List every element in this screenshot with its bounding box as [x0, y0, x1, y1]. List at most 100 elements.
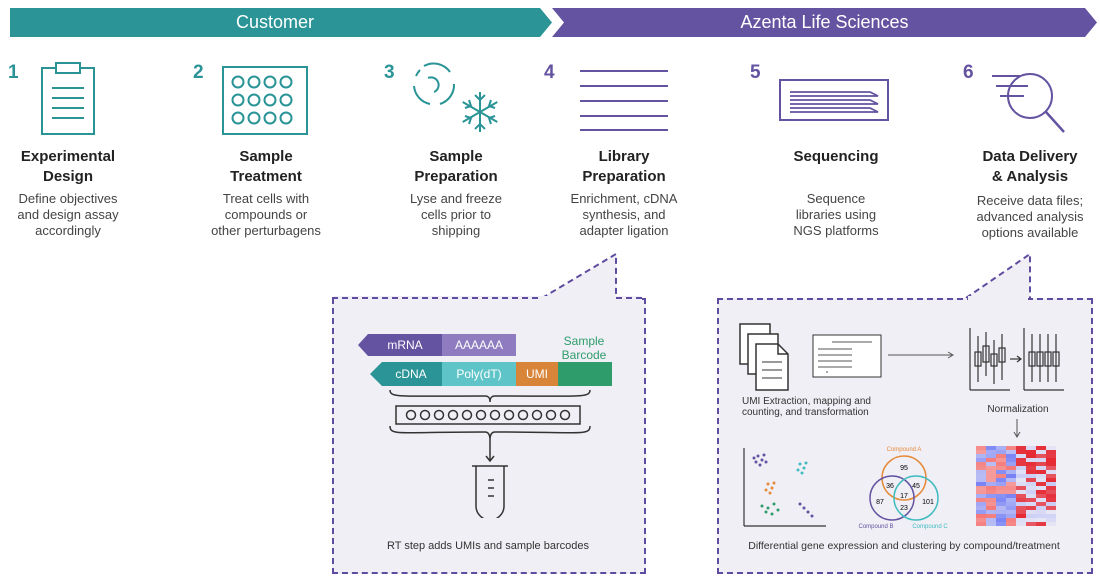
- polydt-label: Poly(dT): [456, 367, 502, 381]
- boxplot-icon: [969, 328, 1064, 391]
- step-1-number: 1: [8, 62, 19, 83]
- heatmap-cell: [976, 510, 986, 514]
- heatmap-cell: [1036, 474, 1046, 478]
- step-3-desc-line: cells prior to: [420, 207, 492, 222]
- heatmap-cell: [976, 474, 986, 478]
- heatmap-cell: [976, 466, 986, 470]
- clipboard-icon: [41, 62, 95, 135]
- heatmap-cell: [1016, 506, 1026, 510]
- heatmap-cell: [1026, 498, 1036, 502]
- heatmap-cell: [986, 450, 996, 454]
- heatmap-cell: [1036, 470, 1046, 474]
- mrna-label: mRNA: [387, 338, 423, 352]
- heatmap-cell: [1046, 518, 1056, 522]
- heatmap-cell: [1046, 502, 1056, 506]
- flow-cell-icon: [779, 79, 889, 121]
- umi-label: UMI: [526, 367, 548, 381]
- snowflake-icon: [462, 92, 498, 132]
- heatmap-cell: [986, 462, 996, 466]
- step-1-desc-line: Define objectives: [18, 191, 118, 206]
- heatmap-cell: [1026, 446, 1036, 450]
- barcode-line1: Sample: [563, 334, 605, 348]
- heatmap-cell: [1016, 486, 1026, 490]
- heatmap-cell: [996, 478, 1006, 482]
- analysis-tail-cover: [968, 296, 1028, 302]
- heatmap-cell: [1036, 498, 1046, 502]
- heatmap-cell: [1036, 506, 1046, 510]
- step-1-desc: Define objectives and design assay accor…: [0, 191, 136, 239]
- heatmap-cell: [1016, 514, 1026, 518]
- heatmap-cell: [1046, 498, 1056, 502]
- step-4-number: 4: [544, 62, 555, 83]
- heatmap-cell: [1026, 522, 1036, 526]
- heatmap-cell: [1006, 482, 1016, 486]
- heatmap-cell: [1026, 510, 1036, 514]
- heatmap-cell: [986, 454, 996, 458]
- step-1-desc-line: accordingly: [35, 223, 101, 238]
- heatmap-cell: [976, 522, 986, 526]
- venn-label-c: Compound C: [912, 524, 948, 530]
- step-4-title: Library Preparation: [554, 147, 694, 187]
- heatmap-cell: [1046, 458, 1056, 462]
- heatmap-cell: [996, 514, 1006, 518]
- heatmap-cell: [1046, 506, 1056, 510]
- heatmap-cell: [1036, 450, 1046, 454]
- heatmap-cell: [986, 478, 996, 482]
- heatmap-cell: [996, 450, 1006, 454]
- heatmap-cell: [996, 502, 1006, 506]
- heatmap-cell: [986, 494, 996, 498]
- heatmap-cell: [976, 490, 986, 494]
- heatmap-cell: [1006, 466, 1016, 470]
- venn-value-36: 36: [886, 483, 894, 490]
- step-1-title-line1: Experimental: [20, 148, 116, 165]
- heatmap-cell: [1006, 486, 1016, 490]
- step-3-desc: Lyse and freeze cells prior to shipping: [386, 191, 526, 239]
- heatmap-cell: [1016, 450, 1026, 454]
- heatmap-cell: [986, 490, 996, 494]
- heatmap-cell: [976, 506, 986, 510]
- step-4-desc-line: synthesis, and: [582, 207, 666, 222]
- step-6-title-line1: Data Delivery: [982, 148, 1078, 165]
- step-1-desc-line: and design assay: [17, 207, 119, 222]
- step-5-desc-line: libraries using: [795, 207, 877, 222]
- step-2-number: 2: [193, 62, 204, 83]
- pooling-diagram: [389, 389, 591, 518]
- venn-value-45: 45: [912, 483, 920, 490]
- heatmap-cell: [1046, 486, 1056, 490]
- heatmap-cell: [1036, 486, 1046, 490]
- heatmap-cell: [1046, 466, 1056, 470]
- heatmap-cell: [996, 486, 1006, 490]
- heatmap-cell: [986, 522, 996, 526]
- heatmap-cell: [976, 462, 986, 466]
- heatmap-cell: [986, 506, 996, 510]
- step-2-title-line2: Treatment: [230, 168, 302, 185]
- heatmap-cell: [1046, 454, 1056, 458]
- step-6-desc: Receive data files; advanced analysis op…: [958, 193, 1100, 241]
- heatmap-cell: [976, 470, 986, 474]
- heatmap-cell: [1006, 470, 1016, 474]
- umi-caption: UMI Extraction, mapping and counting, an…: [742, 396, 898, 418]
- step-6-desc-line: Receive data files;: [976, 193, 1084, 208]
- heatmap-cell: [1006, 490, 1016, 494]
- heatmap-cell: [986, 510, 996, 514]
- heatmap-cell: [976, 486, 986, 490]
- step-4-title-line2: Preparation: [582, 168, 666, 185]
- azenta-banner-shape: [552, 8, 1097, 37]
- heatmap-cell: [986, 466, 996, 470]
- venn-value-23: 23: [900, 505, 908, 512]
- heatmap-cell: [1036, 518, 1046, 522]
- heatmap-cell: [1036, 466, 1046, 470]
- heatmap-cell: [986, 446, 996, 450]
- heatmap-cell: [1016, 478, 1026, 482]
- heatmap-cell: [1016, 462, 1026, 466]
- heatmap-cell: [976, 458, 986, 462]
- heatmap-cell: [1006, 518, 1016, 522]
- heatmap-cell: [1006, 478, 1016, 482]
- heatmap-cell: [986, 498, 996, 502]
- heatmap-cell: [1006, 462, 1016, 466]
- heatmap-cell: [996, 470, 1006, 474]
- heatmap-cell: [986, 458, 996, 462]
- heatmap-cell: [996, 522, 1006, 526]
- venn-value-87: 87: [876, 499, 884, 506]
- heatmap-cell: [1036, 446, 1046, 450]
